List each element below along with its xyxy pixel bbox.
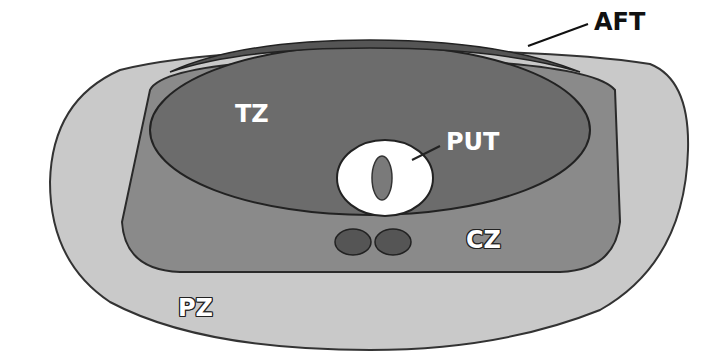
label-holder: AFT: [594, 10, 645, 34]
label-holder: PUT: [446, 130, 499, 154]
leader-line: [412, 146, 440, 160]
ejaculatory-duct: [335, 229, 371, 255]
zone-label: CZ: [466, 228, 501, 252]
anatomy-label: PUT: [446, 130, 499, 154]
zone-label: TZ: [235, 102, 269, 126]
urethra-lumen: [372, 156, 392, 200]
leader-line: [528, 24, 588, 46]
urethra-outline: [337, 140, 433, 216]
anatomy-label: AFT: [594, 10, 645, 34]
ejaculatory-duct: [375, 229, 411, 255]
fibromuscular-band: [170, 40, 580, 72]
zone-label: PZ: [178, 296, 213, 320]
